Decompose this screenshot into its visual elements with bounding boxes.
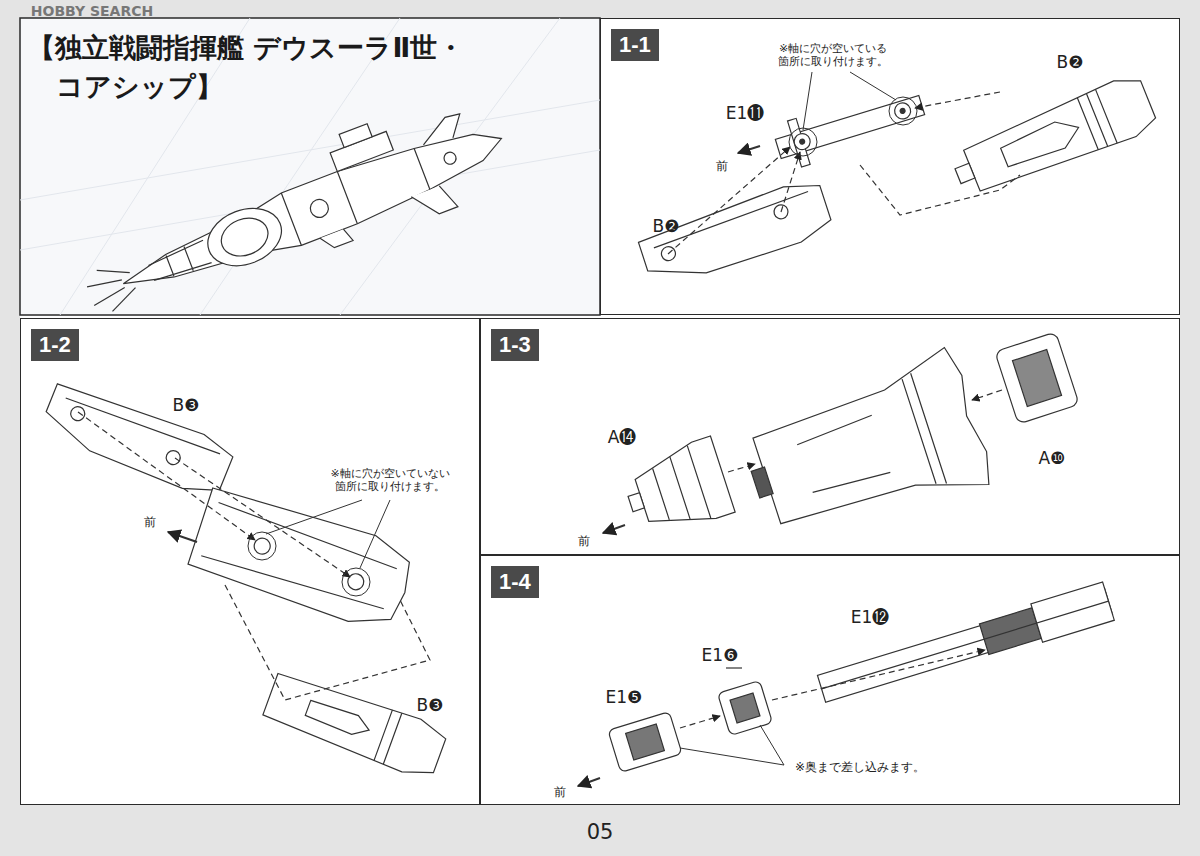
step-number: 1-2 — [31, 329, 79, 361]
page-title: 【独立戦闘指揮艦 デウスーラⅡ世・コアシップ】 — [28, 28, 498, 106]
step-panel: 1-3 — [480, 318, 1180, 555]
note: ※軸に穴が空いていない 箇所に取り付けます。 — [323, 467, 458, 493]
part-number: B❸ — [173, 395, 200, 415]
title-panel — [20, 18, 600, 315]
step-1-4-parts — [608, 582, 1114, 772]
part-number: E1⓫ — [726, 103, 765, 123]
ship-illustration — [68, 81, 518, 341]
step-panel: 1-2 — [20, 318, 480, 805]
part-number: B❷ — [653, 216, 680, 236]
step-1-1-parts — [636, 72, 1159, 290]
page-number: 05 — [587, 820, 614, 845]
note: ※軸に穴が空いている 箇所に取り付けます。 — [772, 42, 894, 68]
note: ※奥まで差し込みます。 — [795, 760, 925, 774]
step-number: 1-3 — [491, 329, 539, 361]
part-number: A⓮ — [608, 427, 637, 447]
step-1-2-parts — [39, 376, 449, 782]
front-mark: 前 — [144, 515, 156, 529]
front-mark: 前 — [554, 785, 566, 799]
part-number: E1⓬ — [851, 607, 890, 627]
step-1-3-parts — [618, 332, 1079, 553]
part-number: E1❺ — [606, 687, 643, 707]
part-number: B❸ — [417, 695, 444, 715]
front-mark: 前 — [716, 159, 728, 173]
front-mark: 前 — [578, 534, 590, 548]
step-number: 1-1 — [611, 29, 659, 61]
part-number: B❷ — [1057, 52, 1084, 72]
step-panel: 1-1 — [600, 18, 1180, 315]
part-number: A❿ — [1039, 448, 1066, 468]
part-number: E1❻ — [702, 645, 739, 665]
watermark: HOBBY SEARCH — [31, 3, 153, 20]
step-number: 1-4 — [491, 566, 539, 598]
